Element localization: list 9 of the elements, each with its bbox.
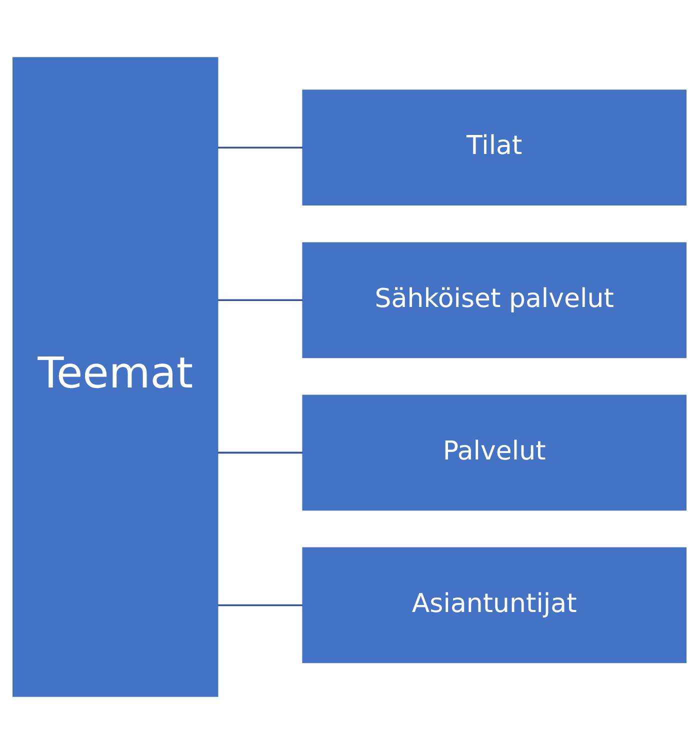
node-box: Sähköiset palvelut (302, 242, 686, 358)
node-box: Asiantuntijat (302, 547, 686, 664)
node-box: Palvelut (302, 394, 686, 511)
connector (218, 604, 303, 606)
node-box: Teemat (12, 57, 218, 697)
connector (218, 452, 303, 454)
connector (218, 299, 303, 302)
connector (218, 146, 303, 148)
node-box: Tilat (302, 90, 686, 206)
